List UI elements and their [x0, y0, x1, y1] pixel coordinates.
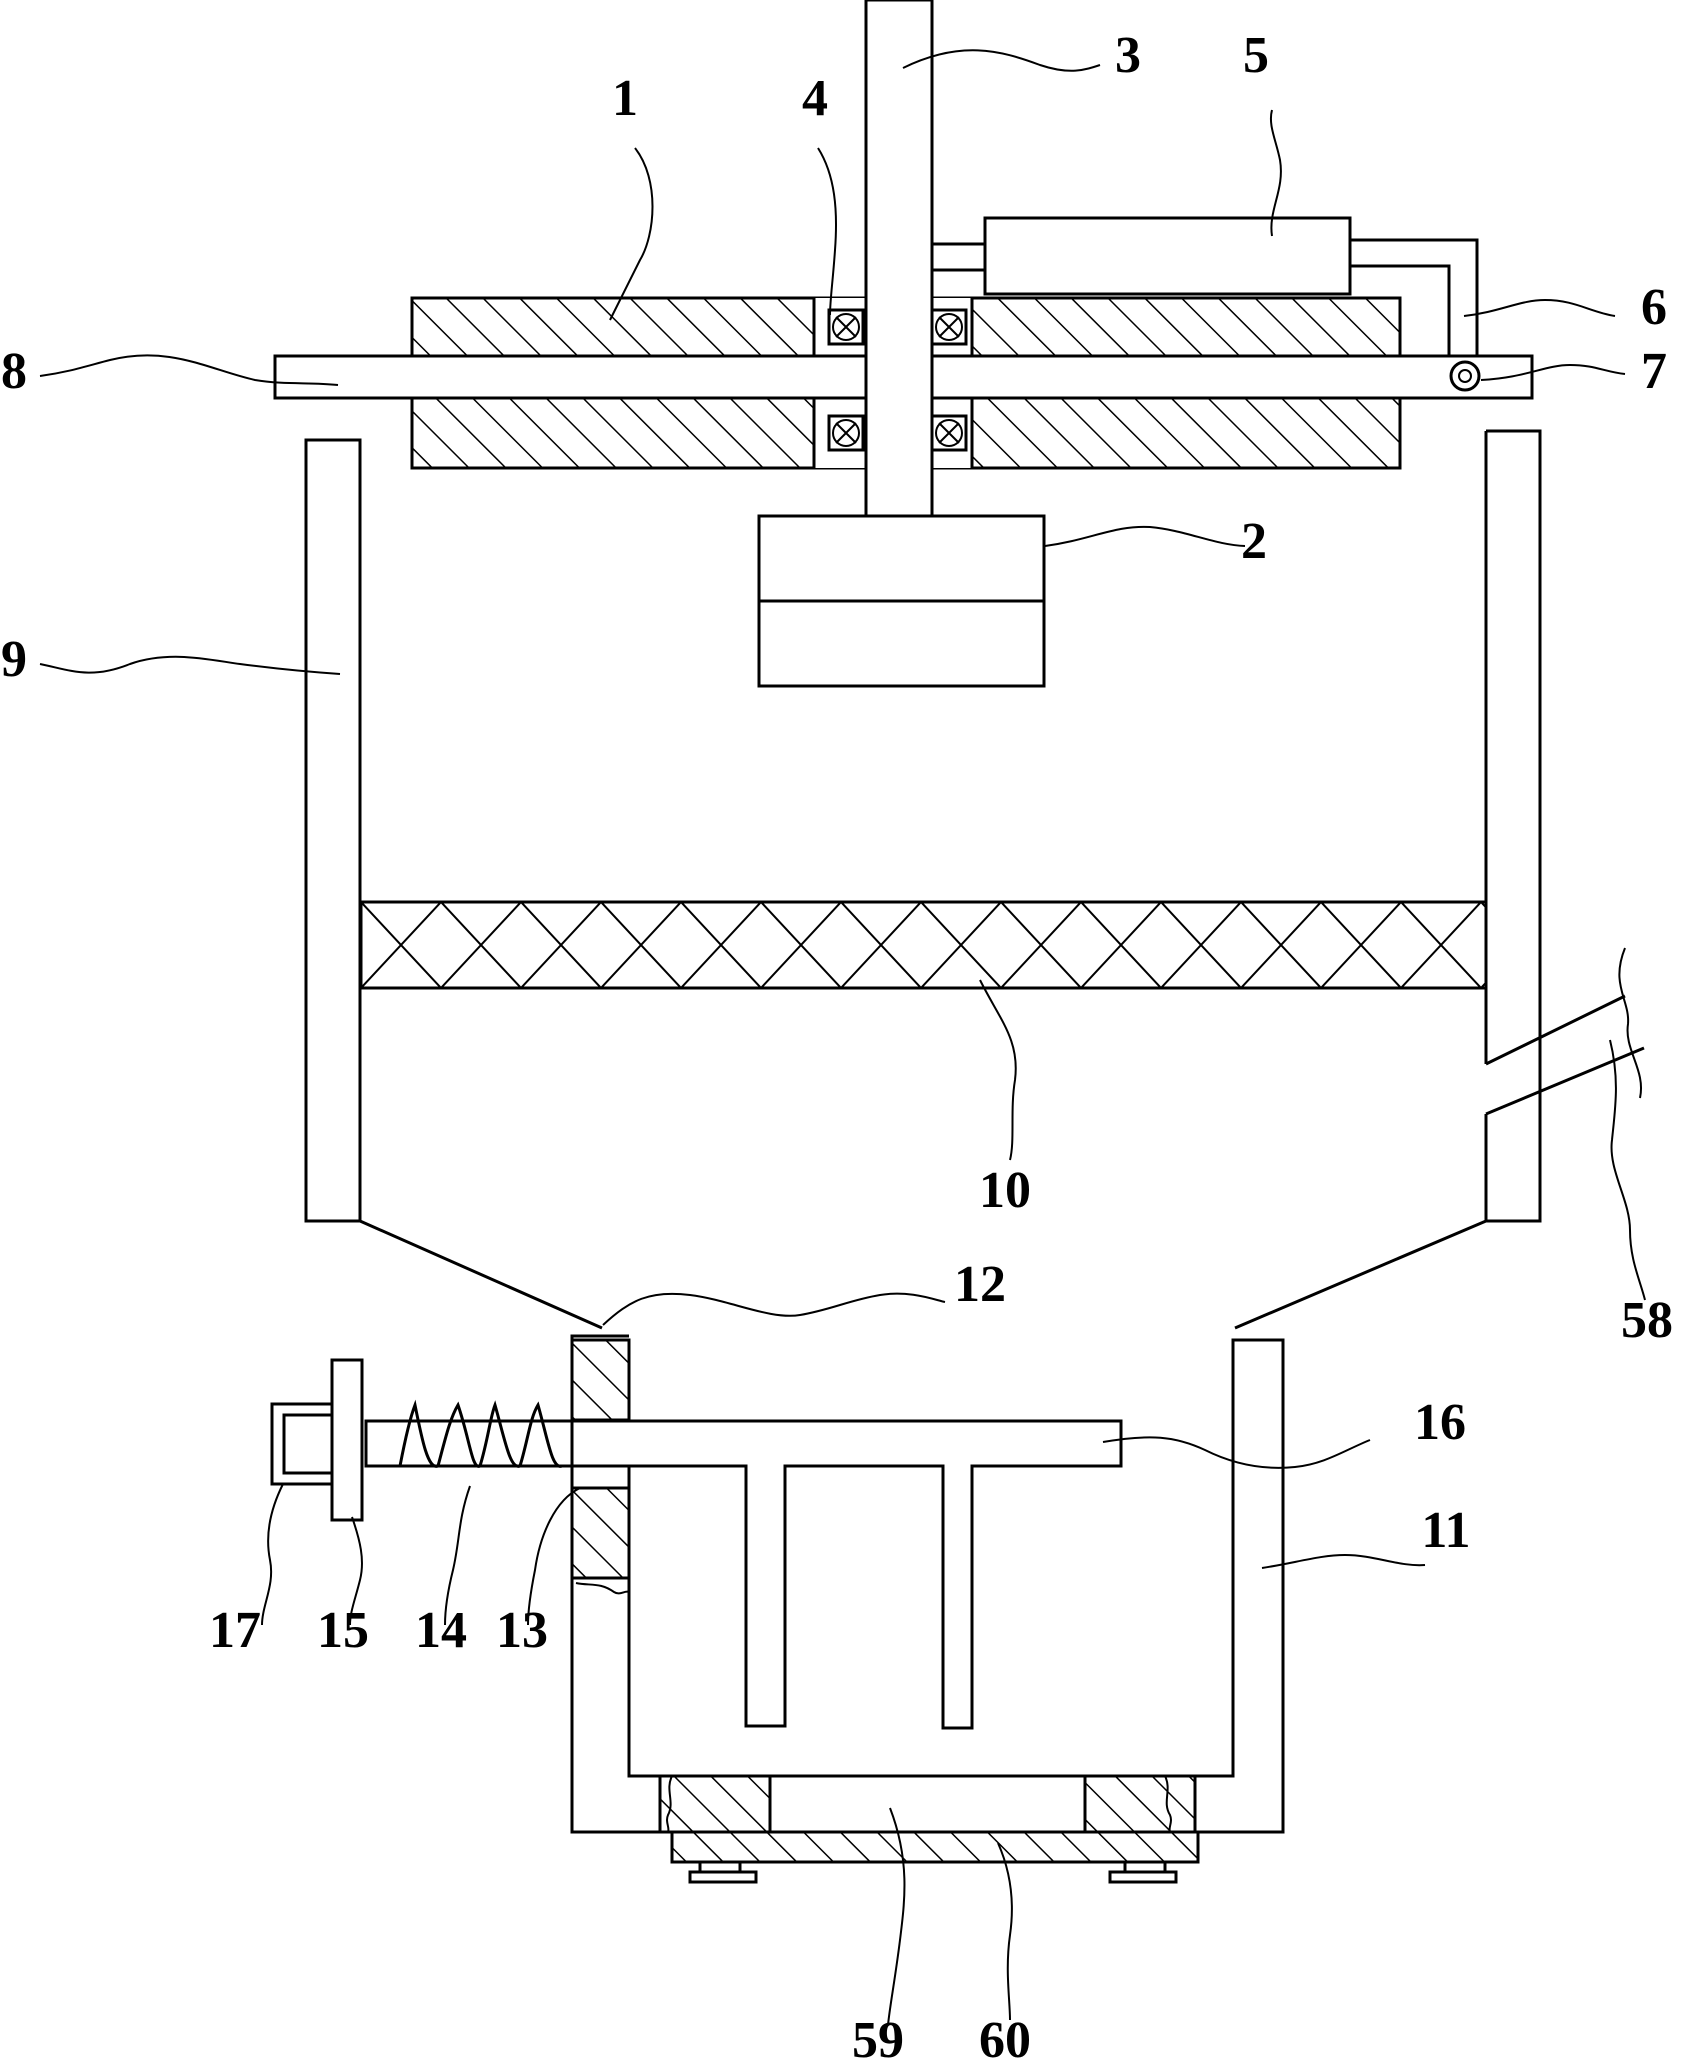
label-15: 15 [317, 1602, 369, 1659]
label-12: 12 [954, 1256, 1006, 1313]
handle-plate [330, 1358, 364, 1522]
label-13: 13 [496, 1602, 548, 1659]
label-8: 8 [1, 343, 27, 400]
pulley [1449, 360, 1481, 392]
label-17: 17 [209, 1602, 261, 1659]
outlet-pipe [1485, 947, 1645, 1116]
label-58: 58 [1621, 1292, 1673, 1349]
label-16: 16 [1414, 1394, 1466, 1451]
vertical-shaft [864, 0, 934, 518]
label-4: 4 [802, 70, 828, 127]
label-2: 2 [1241, 513, 1267, 570]
label-6: 6 [1641, 279, 1667, 336]
mesh-screen [359, 900, 1488, 990]
label-60: 60 [979, 2012, 1031, 2069]
label-11: 11 [1421, 1502, 1470, 1559]
collection-box [570, 1334, 1285, 1834]
label-10: 10 [979, 1162, 1031, 1219]
label-7: 7 [1641, 343, 1667, 400]
label-9: 9 [1, 631, 27, 688]
spring [398, 1399, 563, 1468]
press-block [757, 514, 1046, 688]
funnel [359, 1219, 1487, 1330]
connecting-pipes [932, 238, 1479, 356]
label-1: 1 [612, 70, 638, 127]
leader-lines [39, 49, 1646, 2026]
bearing-bottom-left [827, 414, 865, 452]
base [658, 1774, 1200, 1884]
label-5: 5 [1243, 27, 1269, 84]
stirring-rod [364, 1419, 1123, 1730]
bearing-top-left [827, 308, 865, 346]
label-59: 59 [852, 2012, 904, 2069]
label-3: 3 [1115, 27, 1141, 84]
end-cap [270, 1402, 332, 1486]
bearing-top-right [930, 308, 968, 346]
part-labels: 1 2 3 4 5 6 7 8 9 10 11 12 13 14 15 16 1… [1, 27, 1673, 2069]
barrel-left-wall [304, 438, 362, 1223]
bearing-bottom-right [930, 414, 968, 452]
label-14: 14 [415, 1602, 467, 1659]
motor [983, 216, 1352, 296]
